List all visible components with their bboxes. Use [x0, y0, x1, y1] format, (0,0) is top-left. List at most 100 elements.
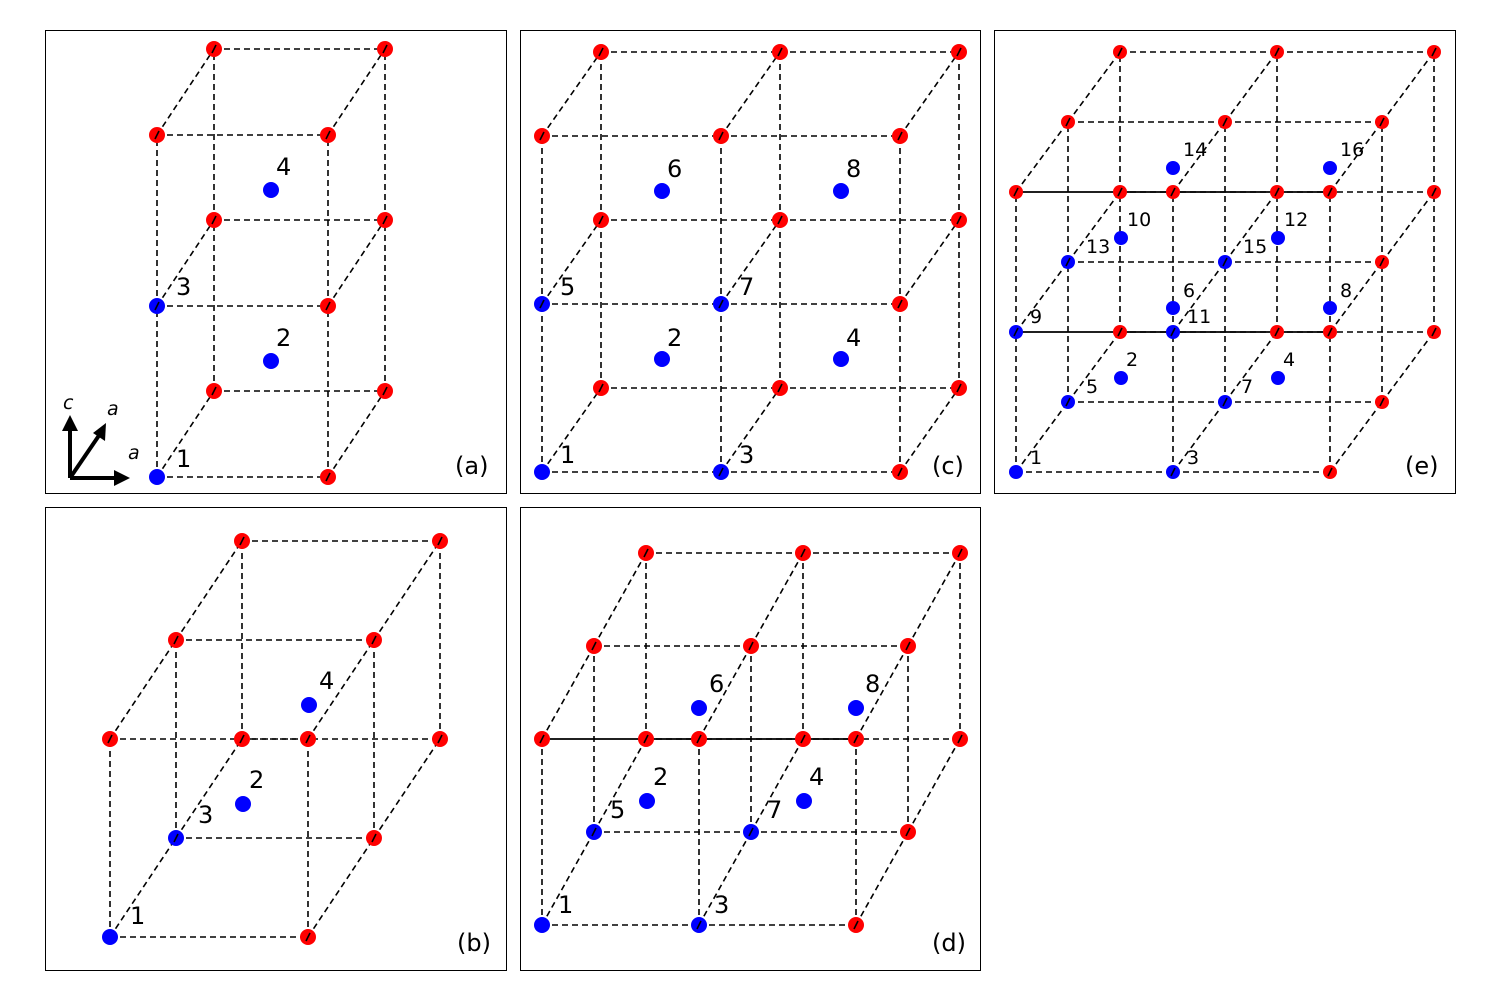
body-site-4	[833, 351, 849, 367]
edge-b-b-1-0-1	[307, 639, 375, 740]
edge-b-e-0-1-2	[1067, 51, 1121, 123]
site-number-10: 10	[1127, 209, 1151, 231]
site-number-13: 13	[1086, 236, 1110, 258]
edge-b-d-2-1-1	[907, 552, 961, 647]
lattice-site-a-0-1-2-bond-tick	[211, 44, 217, 54]
lattice-site-b-1-0-0-bond-tick	[305, 932, 311, 942]
lattice-site-d-0-0-1-bond-tick	[539, 734, 545, 744]
lattice-site-e-0-0-1-bond-tick	[1013, 327, 1019, 337]
lattice-site-d-2-1-1-bond-tick	[905, 641, 911, 651]
lattice-site-e-0-2-1-bond-tick	[1117, 187, 1123, 197]
edge-b-e-2-0-0	[1329, 401, 1383, 473]
lattice-site-d-2-2-0-bond-tick	[957, 734, 963, 744]
edge-b-d-1-1-0	[750, 738, 804, 833]
lattice-site-d-0-1-1-bond-tick	[591, 641, 597, 651]
lattice-site-a-0-0-2-bond-tick	[154, 130, 160, 140]
edge-b-d-1-1-1	[750, 552, 804, 647]
edge-b-a-1-0-1	[327, 219, 386, 307]
edge-b-b-0-0-1	[109, 639, 177, 740]
body-site-8	[848, 700, 864, 716]
site-number-1: 1	[176, 445, 191, 473]
site-number-3: 3	[198, 801, 213, 829]
lattice-site-d-1-0-1-bond-tick	[696, 734, 702, 744]
site-number-2: 2	[276, 324, 291, 352]
site-number-5: 5	[560, 273, 575, 301]
lattice-site-e-1-1-1-bond-tick	[1222, 257, 1228, 267]
site-number-7: 7	[739, 273, 754, 301]
axis-b-arrow	[68, 432, 102, 480]
edge-b-e-0-1-1	[1067, 191, 1121, 263]
edge-b-a-1-0-0	[327, 390, 386, 478]
lattice-site-d-1-0-0-bond-tick	[696, 920, 702, 930]
edge-b-c-0-0-2	[541, 51, 602, 137]
edge-b-e-2-0-2	[1329, 121, 1383, 193]
lattice-site-d-2-1-0-bond-tick	[905, 827, 911, 837]
axis-a-label: a	[128, 442, 140, 464]
lattice-site-e-2-2-2-bond-tick	[1431, 47, 1437, 57]
lattice-site-d-1-2-0-bond-tick	[800, 734, 806, 744]
lattice-site-c-0-0-1-bond-tick	[539, 299, 545, 309]
edge-b-a-0-0-0	[156, 390, 215, 478]
lattice-site-a-0-1-0-bond-tick	[211, 386, 217, 396]
site-number-8: 8	[865, 670, 880, 698]
edge-b-c-1-0-1	[720, 219, 781, 305]
edge-b-e-1-0-0	[1172, 401, 1226, 473]
lattice-site-c-1-1-2-bond-tick	[777, 47, 783, 57]
site-number-15: 15	[1243, 236, 1267, 258]
site-number-6: 6	[1183, 280, 1195, 302]
lattice-site-c-0-0-0	[534, 464, 550, 480]
lattice-site-c-1-1-0-bond-tick	[777, 383, 783, 393]
body-site-4	[1271, 371, 1285, 385]
edge-b-e-1-1-2	[1224, 51, 1278, 123]
lattice-site-c-2-0-1-bond-tick	[897, 299, 903, 309]
lattice-site-d-0-2-0-bond-tick	[643, 734, 649, 744]
edge-b-d-0-0-1	[541, 645, 595, 740]
lattice-site-e-2-0-2-bond-tick	[1327, 187, 1333, 197]
lattice-site-d-1-2-1-bond-tick	[800, 548, 806, 558]
edge-b-d-1-0-0	[698, 831, 752, 926]
lattice-site-e-1-1-0-bond-tick	[1222, 397, 1228, 407]
lattice-site-b-0-2-0-bond-tick	[239, 734, 245, 744]
site-number-1: 1	[130, 902, 145, 930]
body-site-6	[1166, 301, 1180, 315]
body-site-2	[639, 793, 655, 809]
lattice-site-e-2-0-0-bond-tick	[1327, 467, 1333, 477]
lattice-site-a-0-0-0	[149, 469, 165, 485]
edge-b-c-2-0-0	[899, 387, 960, 473]
lattice-site-b-1-1-1-bond-tick	[371, 635, 377, 645]
edge-b-e-0-0-0	[1015, 401, 1069, 473]
lattice-site-c-2-1-2-bond-tick	[956, 47, 962, 57]
lattice-site-e-1-1-2-bond-tick	[1222, 117, 1228, 127]
lattice-site-d-1-1-0-bond-tick	[748, 827, 754, 837]
lattice-site-b-0-2-1-bond-tick	[239, 536, 245, 546]
lattice-site-e-1-0-1-bond-tick	[1170, 327, 1176, 337]
edge-b-e-2-0-1	[1329, 261, 1383, 333]
lattice-site-e-0-2-0-bond-tick	[1117, 327, 1123, 337]
axis-c-arrowhead	[62, 415, 78, 431]
edge-b-e-1-0-1	[1172, 261, 1226, 333]
edge-b-c-0-0-1	[541, 219, 602, 305]
lattice-site-b-1-2-1-bond-tick	[437, 536, 443, 546]
site-number-7: 7	[1241, 376, 1253, 398]
lattice-site-a-0-0-1-bond-tick	[154, 301, 160, 311]
lattice-site-b-0-0-0	[102, 929, 118, 945]
site-number-7: 7	[767, 796, 782, 824]
site-number-4: 4	[319, 667, 334, 695]
lattice-site-e-2-2-0-bond-tick	[1431, 327, 1437, 337]
edge-b-d-0-1-1	[593, 552, 647, 647]
lattice-site-d-2-0-1-bond-tick	[853, 734, 859, 744]
lattice-site-e-0-0-0	[1009, 465, 1023, 479]
edge-b-e-1-1-1	[1224, 191, 1278, 263]
edge-b-d-2-0-1	[855, 645, 909, 740]
lattice-site-e-1-2-0-bond-tick	[1274, 327, 1280, 337]
lattice-site-e-1-2-1-bond-tick	[1274, 187, 1280, 197]
site-number-12: 12	[1284, 209, 1308, 231]
lattice-site-d-0-2-1-bond-tick	[643, 548, 649, 558]
body-site-6	[654, 183, 670, 199]
